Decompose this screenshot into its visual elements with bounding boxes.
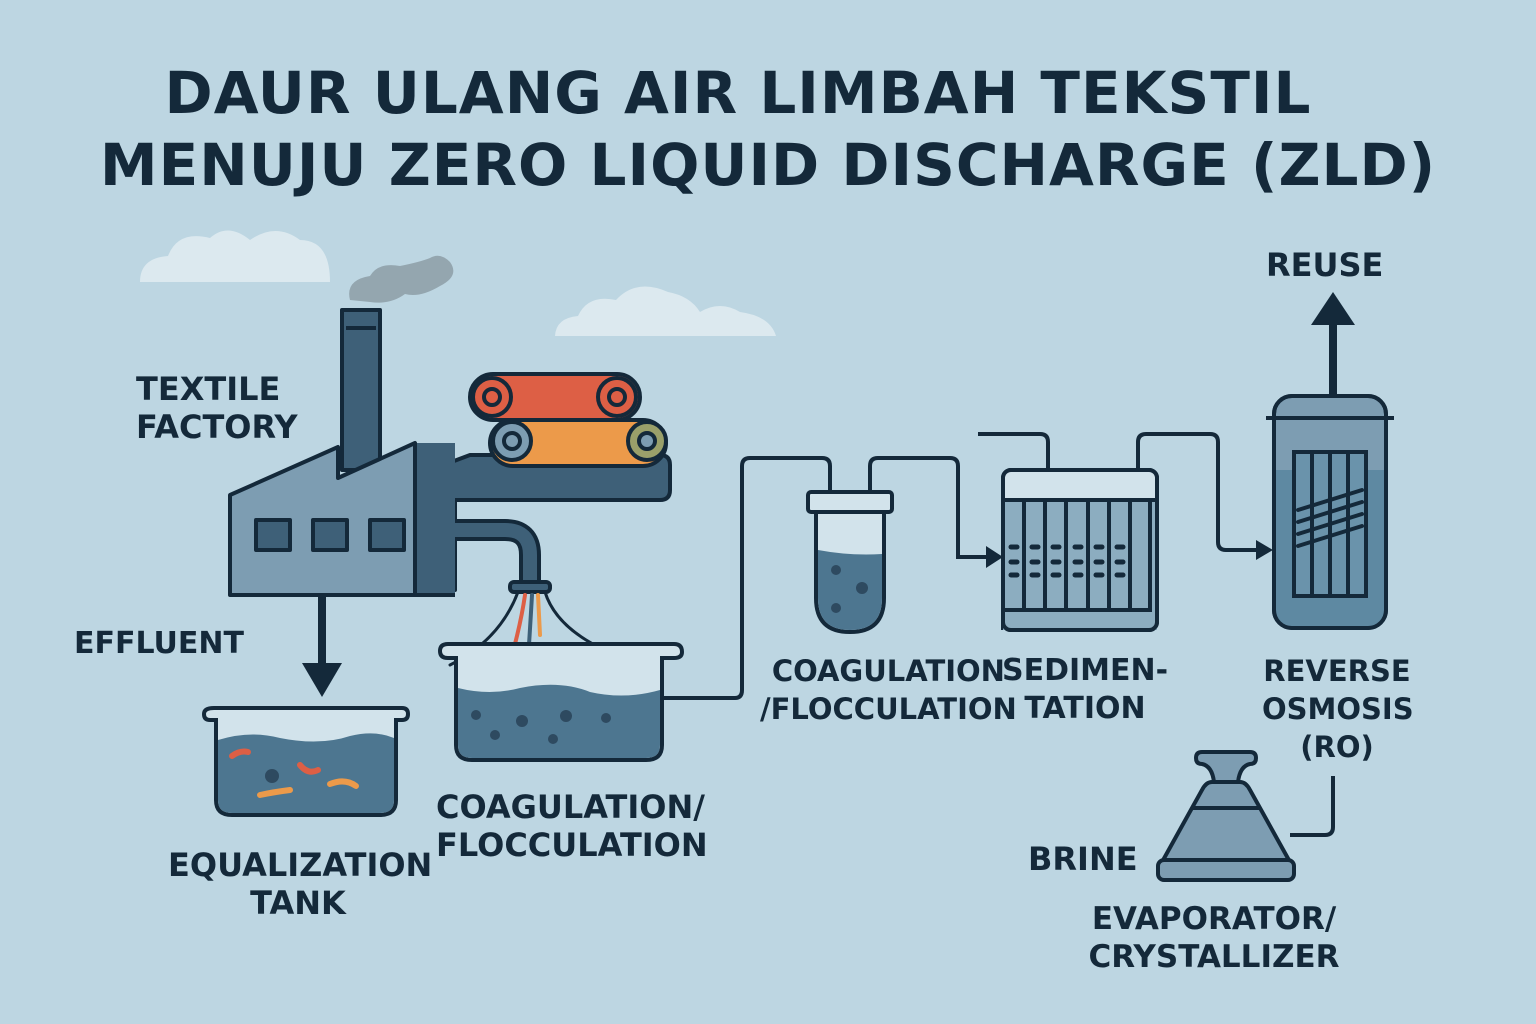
label-line: SEDIMEN-	[1002, 653, 1169, 688]
label-line: TATION	[1024, 691, 1146, 726]
sedimentation-tank-icon	[1001, 468, 1159, 632]
label-line: /FLOCCULATION	[760, 692, 1017, 726]
cloud-icon	[140, 230, 330, 282]
cloud-icon	[555, 286, 776, 336]
label-sedimentation: SEDIMEN- TATION	[1002, 652, 1168, 728]
arrow-right-icon	[986, 546, 1003, 568]
label-line: COAGULATION/	[436, 788, 705, 826]
label-line: TANK	[250, 884, 346, 922]
label-line: FACTORY	[136, 408, 298, 446]
coagulation-tube-icon	[806, 490, 894, 635]
label-equalization-tank: EQUALIZATION TANK	[168, 846, 433, 922]
label-reuse: REUSE	[1266, 246, 1384, 284]
label-line: (RO)	[1300, 730, 1374, 764]
arrow-up-icon	[1311, 292, 1355, 398]
label-line: CRYSTALLIZER	[1088, 939, 1340, 975]
smoke-icon	[349, 255, 454, 303]
label-reverse-osmosis: REVERSE OSMOSIS (RO)	[1262, 652, 1414, 766]
label-coagulation-flocculation-1: COAGULATION/ FLOCCULATION	[436, 788, 708, 864]
equalization-tank-icon	[201, 706, 411, 817]
label-textile-factory: TEXTILE FACTORY	[136, 370, 298, 446]
coagulation-tank-icon	[437, 642, 685, 762]
label-line: EQUALIZATION	[168, 846, 433, 884]
label-coagulation-flocculation-2: COAGULATION /FLOCCULATION	[760, 652, 1017, 728]
arrow-down-icon	[302, 595, 342, 697]
label-evaporator-crystallizer: EVAPORATOR/ CRYSTALLIZER	[1082, 900, 1346, 976]
label-line: REVERSE	[1263, 654, 1411, 688]
label-effluent: EFFLUENT	[74, 626, 244, 661]
label-brine: BRINE	[1028, 840, 1138, 878]
label-line: FLOCCULATION	[436, 826, 708, 864]
title-line-1: DAUR ULANG AIR LIMBAH TEKSTIL	[164, 59, 1312, 127]
label-line: COAGULATION	[771, 654, 1005, 688]
textile-factory-icon	[228, 308, 672, 597]
label-line: EVAPORATOR/	[1091, 901, 1337, 937]
reverse-osmosis-vessel-icon	[1266, 394, 1394, 630]
label-line: OSMOSIS	[1262, 692, 1414, 726]
arrow-right-icon	[1256, 540, 1273, 560]
evaporator-crystallizer-icon	[1156, 750, 1296, 882]
label-line: TEXTILE	[136, 370, 281, 408]
flow-pipe	[662, 432, 1335, 837]
title-line-2: MENUJU ZERO LIQUID DISCHARGE (ZLD)	[99, 131, 1437, 199]
